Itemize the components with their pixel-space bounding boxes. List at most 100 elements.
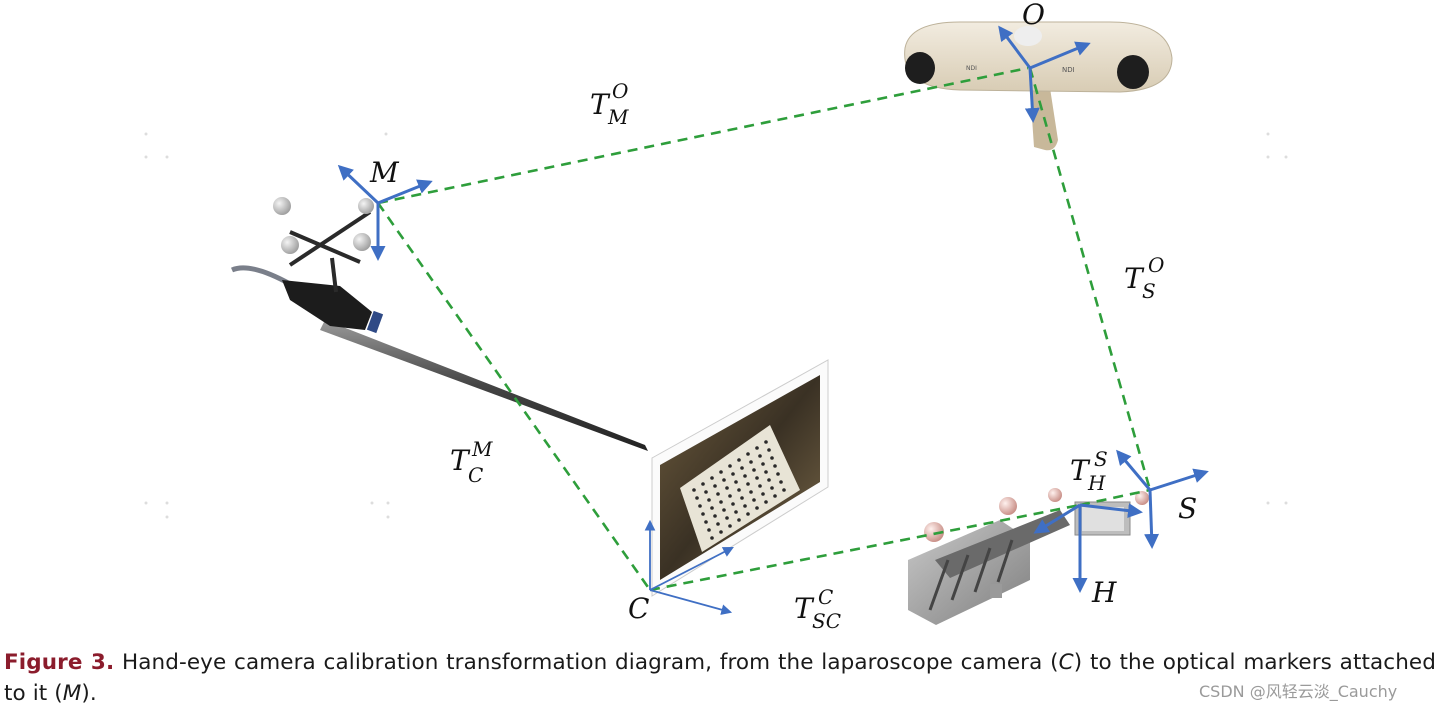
board-dot (773, 494, 777, 498)
board-dot (752, 498, 756, 502)
board-dot (719, 470, 723, 474)
background-dots (144, 132, 1288, 519)
link-M-to-C (376, 202, 652, 591)
board-dot (737, 458, 741, 462)
board-dot (701, 482, 705, 486)
frame-label-O: O (1022, 0, 1045, 31)
board-dot (758, 484, 762, 488)
board-dot (704, 520, 708, 524)
board-dot (701, 512, 705, 516)
transform-label-T-M-O: T O M (590, 79, 629, 129)
caption-text-2: ) to the optical markers attached to it … (4, 650, 1437, 706)
transform-label-T-S-O: T O S (1124, 253, 1164, 303)
svg-text:T: T (1124, 262, 1145, 295)
svg-text:T: T (1070, 454, 1091, 487)
board-dot (710, 536, 714, 540)
board-dot (704, 490, 708, 494)
svg-text:S: S (1094, 447, 1108, 471)
svg-text:O: O (612, 79, 628, 103)
link-H-to-S (1079, 488, 1151, 507)
board-dot (749, 490, 753, 494)
board-dot (746, 512, 750, 516)
board-dot (740, 496, 744, 500)
svg-text:M: M (471, 437, 493, 461)
board-dot (782, 488, 786, 492)
optical-tracker-image: NDI NDI (904, 21, 1173, 151)
board-dot (761, 492, 765, 496)
board-dot (707, 528, 711, 532)
board-dot (779, 480, 783, 484)
svg-text:C: C (818, 585, 833, 609)
board-dot (776, 472, 780, 476)
board-dot (764, 500, 768, 504)
figure-label: Figure 3. (4, 650, 115, 675)
link-M-to-O (377, 66, 1029, 205)
transform-label-T-H-S: T S H (1070, 447, 1108, 495)
frame-label-M: M (369, 156, 400, 189)
svg-text:C: C (468, 463, 483, 487)
board-dot (764, 440, 768, 444)
board-dot (695, 496, 699, 500)
board-dot (761, 462, 765, 466)
board-dot (698, 504, 702, 508)
board-dot (764, 470, 768, 474)
board-dot (725, 516, 729, 520)
board-dot (731, 502, 735, 506)
transform-label-T-C-M: T M C (450, 437, 493, 487)
board-dot (746, 482, 750, 486)
board-dot (722, 478, 726, 482)
svg-text:O: O (1148, 253, 1164, 277)
board-dot (773, 464, 777, 468)
link-C-to-H (649, 503, 1081, 592)
board-dot (728, 494, 732, 498)
caption-italic-M: M (62, 681, 82, 706)
axes-C (644, 519, 734, 615)
frame-label-S: S (1178, 492, 1197, 525)
board-dot (734, 480, 738, 484)
link-O-to-S (1028, 67, 1152, 491)
csdn-watermark: CSDN @风轻云淡_Cauchy (1199, 682, 1398, 701)
board-dot (767, 478, 771, 482)
svg-text:S: S (1142, 279, 1156, 303)
svg-text:NDI: NDI (966, 65, 977, 72)
board-dot (752, 468, 756, 472)
board-dot (728, 464, 732, 468)
board-dot (692, 488, 696, 492)
transform-label-T-SC-C: T C SC (794, 585, 841, 633)
board-dot (713, 484, 717, 488)
board-dot (755, 506, 759, 510)
board-dot (743, 474, 747, 478)
board-dot (734, 510, 738, 514)
board-dot (719, 530, 723, 534)
axes-O (998, 25, 1091, 123)
board-dot (737, 518, 741, 522)
board-dot (722, 508, 726, 512)
board-dot (770, 456, 774, 460)
svg-text:M: M (607, 105, 629, 129)
board-dot (719, 500, 723, 504)
board-dot (737, 488, 741, 492)
board-dot (728, 524, 732, 528)
svg-text:T: T (794, 592, 815, 625)
svg-text:H: H (1087, 471, 1106, 495)
board-dot (710, 506, 714, 510)
calibration-board-image (651, 359, 829, 597)
caption-text-3: ). (81, 681, 97, 706)
board-dot (746, 452, 750, 456)
axes-H (1033, 503, 1143, 593)
transform-links (376, 66, 1152, 592)
board-dot (770, 486, 774, 490)
svg-text:T: T (450, 444, 471, 477)
board-dot (743, 504, 747, 508)
board-dot (707, 498, 711, 502)
board-dot (767, 448, 771, 452)
board-dot (755, 476, 759, 480)
board-dot (725, 486, 729, 490)
board-dot (755, 446, 759, 450)
svg-text:SC: SC (812, 609, 841, 633)
board-dot (740, 466, 744, 470)
board-dot (713, 514, 717, 518)
svg-text:NDI: NDI (1062, 66, 1075, 74)
frame-label-C: C (628, 592, 649, 625)
